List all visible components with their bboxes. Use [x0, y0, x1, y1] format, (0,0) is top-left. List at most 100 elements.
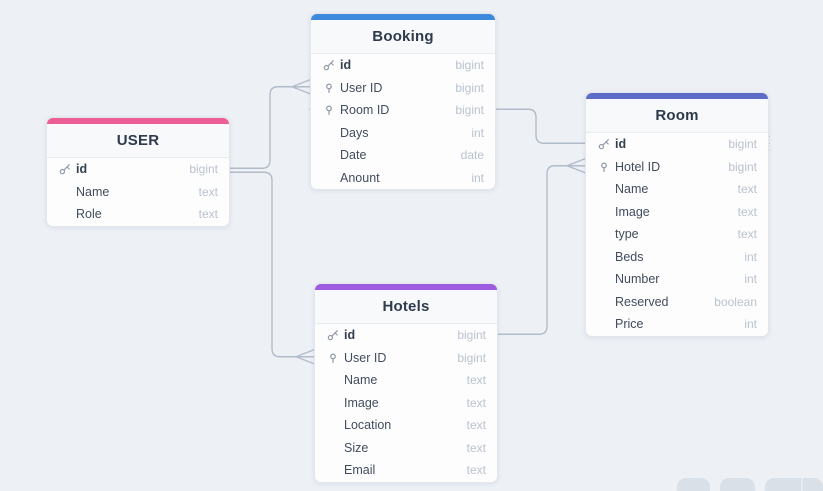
field-left: Name — [58, 185, 109, 199]
field-row: User ID bigint — [315, 347, 497, 370]
field-left: Name — [597, 182, 648, 196]
field-left: Image — [597, 205, 650, 219]
field-name: Reserved — [615, 294, 669, 309]
field-name: Days — [340, 125, 369, 140]
field-row: Reserved boolean — [586, 291, 768, 314]
field-name: Role — [76, 207, 102, 222]
field-name: Price — [615, 317, 644, 332]
toolbar-button-left[interactable] — [677, 478, 710, 491]
field-type: text — [198, 207, 218, 222]
field-row: Name text — [315, 369, 497, 392]
foreign-key-icon-slot — [322, 82, 335, 94]
field-row: User ID bigint — [311, 77, 495, 100]
toolbar-button-right[interactable] — [765, 478, 823, 491]
field-left: Beds — [597, 250, 644, 264]
field-left: id — [58, 162, 87, 176]
field-type: bigint — [728, 137, 757, 152]
field-left: id — [322, 58, 351, 72]
field-type: int — [471, 125, 484, 140]
field-name: User ID — [344, 350, 387, 365]
field-name: Date — [340, 148, 367, 163]
toolbar-button-middle[interactable] — [720, 478, 755, 491]
field-left: Number — [597, 272, 659, 286]
primary-key-icon — [323, 60, 334, 71]
field-name: id — [76, 162, 88, 177]
foreign-key-icon-slot — [326, 352, 339, 364]
foreign-key-icon — [325, 105, 332, 116]
field-left: Size — [326, 441, 368, 455]
field-type: int — [471, 170, 484, 185]
relationship-line-user-hotels[interactable] — [229, 171, 315, 365]
field-type: bigint — [455, 103, 484, 118]
field-type: bigint — [457, 328, 486, 343]
relationship-line-hotels-room[interactable] — [497, 158, 586, 335]
field-name: Beds — [615, 249, 644, 264]
field-row: id bigint — [315, 324, 497, 347]
field-type: bigint — [455, 58, 484, 73]
field-left: Price — [597, 317, 643, 331]
table-title: USER — [47, 124, 229, 158]
field-name: Size — [344, 440, 369, 455]
field-name: Anount — [340, 170, 380, 185]
foreign-key-icon — [329, 353, 336, 363]
field-type: text — [737, 182, 757, 197]
field-name: Name — [76, 184, 110, 199]
foreign-key-icon-slot — [322, 104, 335, 116]
field-row: Size text — [315, 437, 497, 460]
foreign-key-icon-slot — [597, 161, 610, 173]
field-name: Email — [344, 463, 376, 478]
field-left: Reserved — [597, 295, 669, 309]
field-type: bigint — [457, 350, 486, 365]
primary-key-icon-slot — [326, 329, 339, 341]
field-row: Room ID bigint — [311, 99, 495, 122]
field-left: User ID — [322, 81, 382, 95]
field-row: Anount int — [311, 167, 495, 190]
field-left: Image — [326, 396, 379, 410]
table-title: Room — [586, 99, 768, 133]
field-left: type — [597, 227, 639, 241]
field-name: Name — [615, 182, 649, 197]
field-left: id — [326, 328, 355, 342]
field-type: text — [466, 373, 486, 388]
field-row: Number int — [586, 268, 768, 291]
field-left: Name — [326, 373, 377, 387]
field-left: User ID — [326, 351, 386, 365]
field-left: Email — [326, 463, 375, 477]
foreign-key-icon — [325, 83, 332, 93]
table-accent-strip — [315, 284, 497, 290]
table-title: Hotels — [315, 290, 497, 324]
primary-key-icon-slot — [597, 138, 610, 150]
field-row: Name text — [47, 181, 229, 204]
field-name: Hotel ID — [615, 159, 661, 174]
field-name: Location — [344, 418, 392, 433]
crow-foot-many-marker — [566, 158, 586, 174]
table-title: Booking — [311, 20, 495, 54]
field-type: text — [466, 440, 486, 455]
field-name: id — [340, 58, 352, 73]
field-type: text — [198, 184, 218, 199]
field-type: boolean — [714, 294, 757, 309]
primary-key-icon-slot — [58, 163, 71, 175]
field-type: int — [744, 272, 757, 287]
crow-foot-many-marker — [291, 79, 311, 95]
toolbar-button-divider — [801, 478, 803, 491]
field-left: Location — [326, 418, 391, 432]
primary-key-icon — [598, 139, 609, 150]
field-type: bigint — [455, 80, 484, 95]
field-left: id — [597, 137, 626, 151]
field-name: Room ID — [340, 103, 390, 118]
field-row: Role text — [47, 203, 229, 226]
field-row: Days int — [311, 122, 495, 145]
crow-foot-many-marker — [295, 349, 315, 365]
relationship-line-user-booking[interactable] — [229, 79, 311, 169]
field-name: Image — [615, 204, 650, 219]
